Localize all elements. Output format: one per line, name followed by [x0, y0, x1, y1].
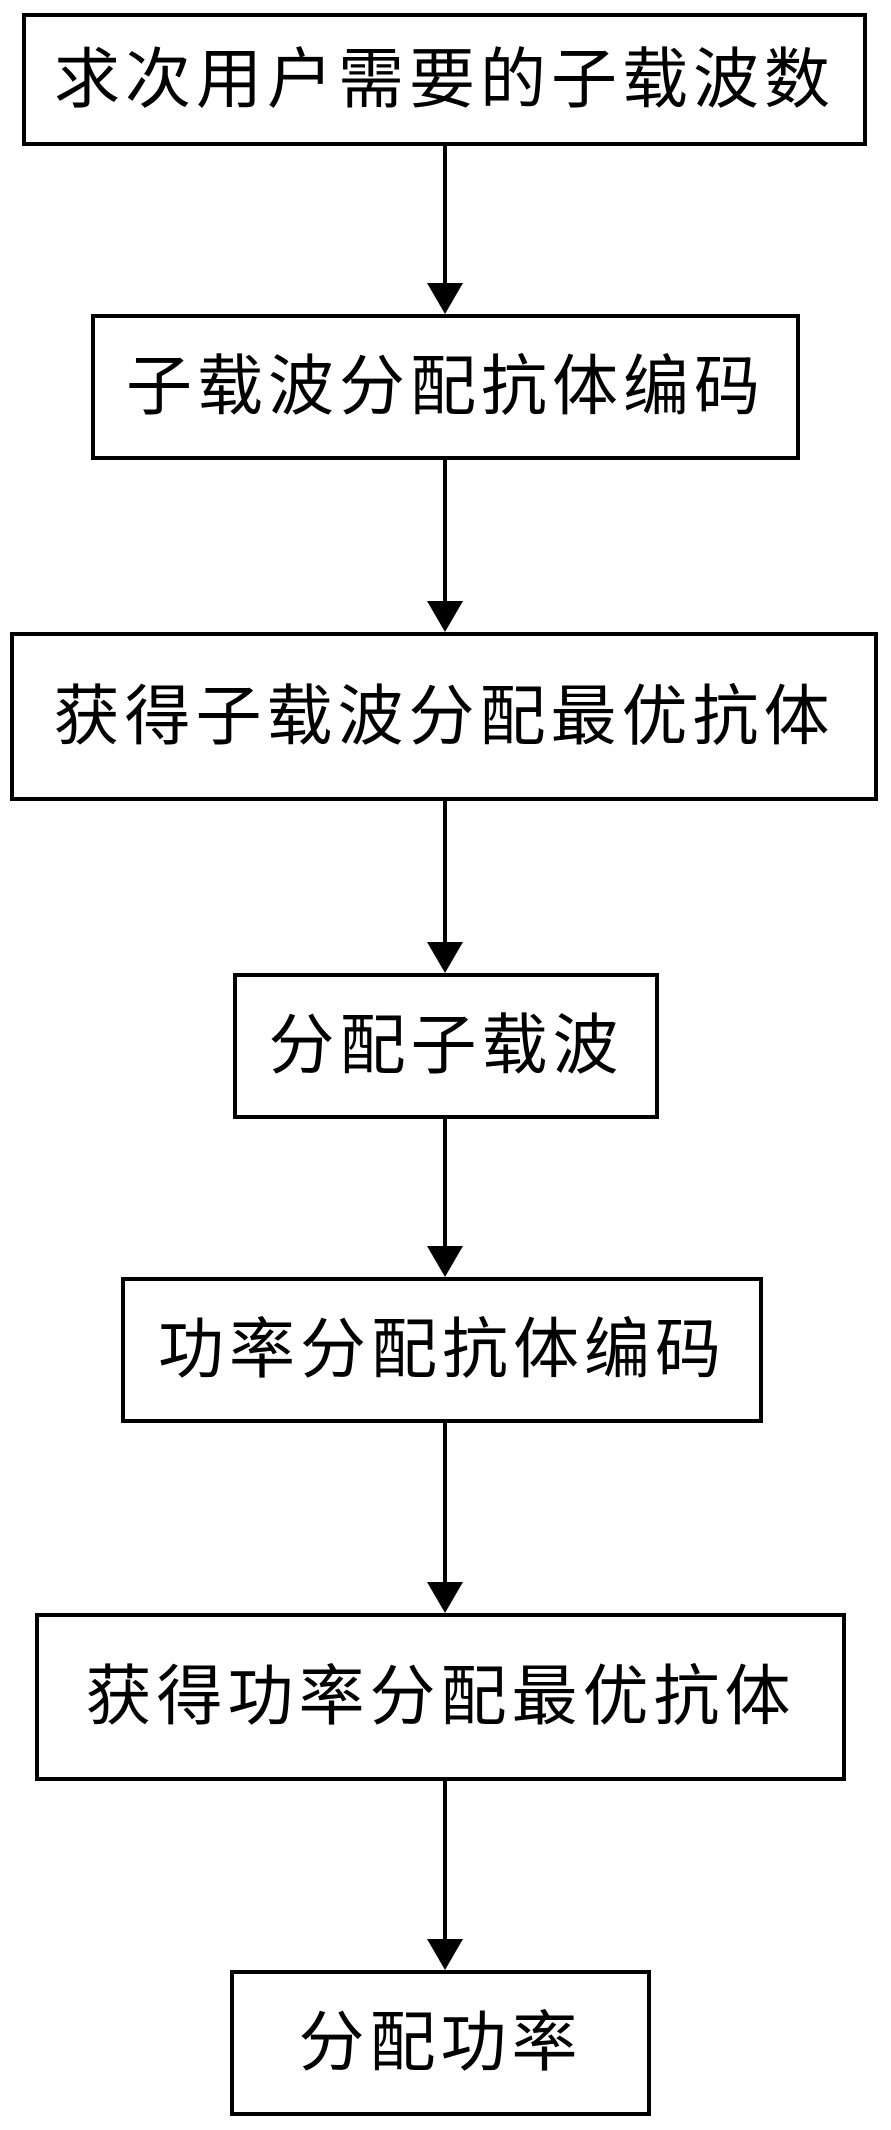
step-label: 功率分配抗体编码	[158, 1311, 726, 1388]
flow-arrow-4	[427, 1119, 463, 1277]
flow-arrow-1	[427, 146, 463, 314]
arrow-stem	[443, 460, 447, 601]
step-label: 分配子载波	[268, 1007, 624, 1084]
step-label: 求次用户需要的子载波数	[54, 40, 835, 118]
step-subcarrier-antibody-encoding: 子载波分配抗体编码	[91, 314, 800, 460]
step-allocate-subcarriers: 分配子载波	[233, 973, 659, 1119]
arrow-stem	[443, 1423, 447, 1582]
step-label: 子载波分配抗体编码	[126, 348, 765, 425]
arrow-down-icon	[427, 283, 463, 314]
arrow-down-icon	[427, 942, 463, 973]
flow-arrow-3	[427, 801, 463, 973]
step-subcarrier-optimal-antibody: 获得子载波分配最优抗体	[10, 632, 878, 801]
arrow-down-icon	[427, 1246, 463, 1277]
flow-arrow-2	[427, 460, 463, 632]
step-label: 获得子载波分配最优抗体	[53, 677, 835, 755]
step-power-antibody-encoding: 功率分配抗体编码	[121, 1277, 763, 1423]
arrow-down-icon	[427, 1939, 463, 1970]
step-label: 分配功率	[298, 2004, 583, 2081]
arrow-stem	[443, 146, 447, 283]
step-power-optimal-antibody: 获得功率分配最优抗体	[35, 1613, 846, 1781]
arrow-stem	[443, 801, 447, 942]
arrow-stem	[443, 1781, 447, 1939]
step-calc-required-subcarriers: 求次用户需要的子载波数	[22, 13, 867, 146]
flow-arrow-5	[427, 1423, 463, 1613]
step-allocate-power: 分配功率	[230, 1970, 651, 2116]
step-label: 获得功率分配最优抗体	[85, 1658, 796, 1735]
arrow-down-icon	[427, 1582, 463, 1613]
arrow-stem	[443, 1119, 447, 1246]
arrow-down-icon	[427, 601, 463, 632]
flow-arrow-6	[427, 1781, 463, 1970]
